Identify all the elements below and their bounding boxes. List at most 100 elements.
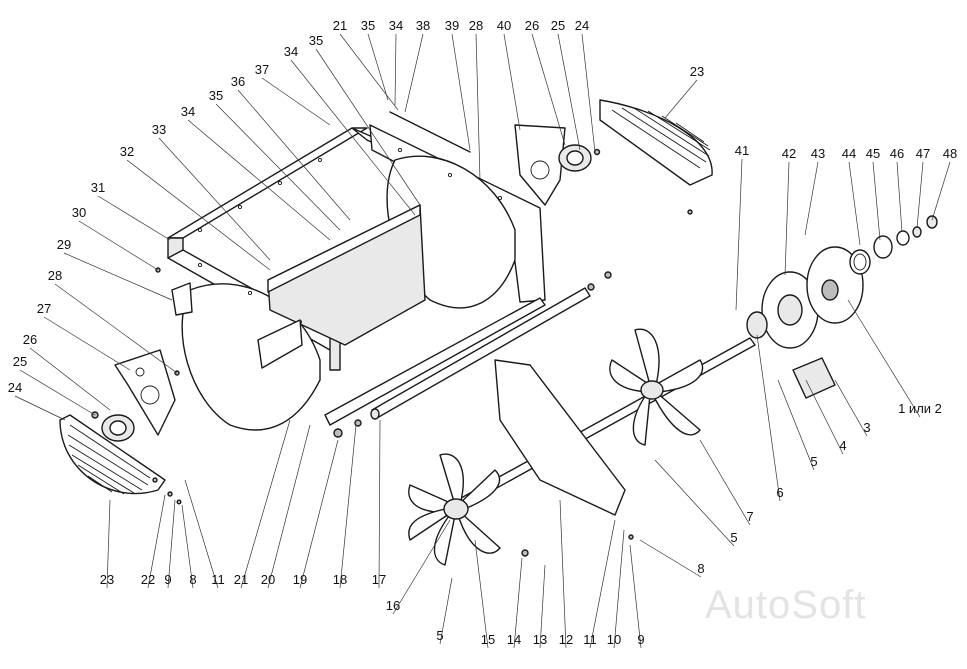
callout-leader [404, 33, 424, 113]
callout-leader [531, 33, 566, 146]
watermark: AutoSoft [705, 583, 866, 627]
callout-number: 40 [497, 18, 511, 33]
callout-number: 35 [309, 33, 323, 48]
callout-number: 22 [141, 572, 155, 587]
callout-number: 34 [284, 44, 298, 59]
pulley-spring [849, 249, 871, 275]
callout-leader [339, 33, 399, 111]
callout-number: 11 [583, 632, 597, 647]
callout-leader [367, 33, 389, 101]
callout-leader [896, 161, 903, 233]
callout-number: 43 [811, 146, 825, 161]
callout-leader [664, 79, 698, 119]
callout-number: 4 [839, 438, 846, 453]
callout-number: 6 [776, 485, 783, 500]
callout-leader [699, 439, 751, 526]
callout-leader [557, 33, 581, 151]
callout-leader [513, 557, 523, 649]
callout-leader [451, 33, 471, 151]
callout-leader [439, 577, 453, 645]
callout-leader [63, 252, 173, 301]
left-side-bracket [114, 349, 176, 436]
callout-leader [240, 419, 291, 589]
callout-leader [805, 379, 844, 455]
callout-number: 33 [152, 122, 166, 137]
left-grille-cover [59, 414, 166, 495]
callout-number: 9 [164, 572, 171, 587]
callout-number: 12 [559, 632, 573, 647]
callout-leader [14, 395, 66, 421]
callout-leader [848, 161, 861, 246]
callout-number: 27 [37, 301, 51, 316]
front-fan [408, 453, 501, 566]
callout-number: 23 [690, 64, 704, 79]
callout-leader [872, 161, 881, 241]
callout-leader [267, 424, 311, 589]
callout-number: 23 [100, 572, 114, 587]
callout-leader [184, 479, 219, 589]
callout-number: 31 [91, 180, 105, 195]
callout-leader [378, 419, 381, 589]
callout-leader [756, 334, 781, 502]
housing-frame [167, 124, 546, 431]
callout-leader [847, 299, 921, 418]
callout-number: 44 [842, 146, 856, 161]
callout-leader [237, 89, 351, 221]
callout-number: 14 [507, 632, 521, 647]
callout-leader [639, 539, 702, 578]
callout-number: 5 [436, 628, 443, 643]
callout-number: 26 [23, 332, 37, 347]
callout-leader [777, 379, 815, 471]
callout-number: 21 [234, 572, 248, 587]
lower-shaft-tube [370, 287, 591, 420]
callout-leader [804, 161, 819, 236]
rear-fan [609, 328, 704, 446]
right-bearing-flange [558, 144, 601, 172]
callout-number: 16 [386, 598, 400, 613]
callout-leader [29, 347, 111, 411]
callout-number: 10 [607, 632, 621, 647]
callout-leader [43, 316, 131, 371]
callout-number: 20 [261, 572, 275, 587]
callout-number: 8 [697, 561, 704, 576]
callout-number: 5 [810, 454, 817, 469]
callout-leader [394, 33, 397, 106]
callout-leader [106, 499, 111, 589]
callout-number: 21 [333, 18, 347, 33]
callout-number: 30 [72, 205, 86, 220]
callout-number: 32 [120, 144, 134, 159]
callout-leader [581, 33, 596, 153]
hub-collar [746, 311, 768, 339]
callout-number: 36 [231, 74, 245, 89]
callout-number: 28 [48, 268, 62, 283]
callout-leader [261, 77, 331, 126]
callout-number: 24 [8, 380, 22, 395]
callout-leader [158, 137, 271, 261]
callout-number: 17 [372, 572, 386, 587]
callout-leader [735, 158, 743, 311]
callout-leader [19, 369, 96, 416]
spline-bushing [792, 357, 836, 399]
callout-leader [559, 499, 567, 649]
callout-leader [916, 161, 924, 229]
callout-number: 28 [469, 18, 483, 33]
callout-leader [147, 494, 166, 589]
callout-number: 38 [416, 18, 430, 33]
callout-number: 9 [637, 632, 644, 647]
callout-leader [181, 504, 194, 589]
callout-leader [613, 529, 625, 649]
callout-leader [654, 459, 735, 547]
callout-number: 37 [255, 62, 269, 77]
callout-leader [315, 48, 421, 206]
callout-leader [126, 159, 271, 271]
callout-leader [167, 499, 176, 589]
callout-number: 18 [333, 572, 347, 587]
blade-plate [494, 359, 626, 516]
callout-number: 48 [943, 146, 957, 161]
callout-leader [589, 519, 616, 649]
callout-number: 11 [211, 572, 225, 587]
callout-number: 7 [746, 509, 753, 524]
callout-leader [475, 33, 481, 181]
callout-number: 39 [445, 18, 459, 33]
callout-leader [392, 519, 451, 615]
